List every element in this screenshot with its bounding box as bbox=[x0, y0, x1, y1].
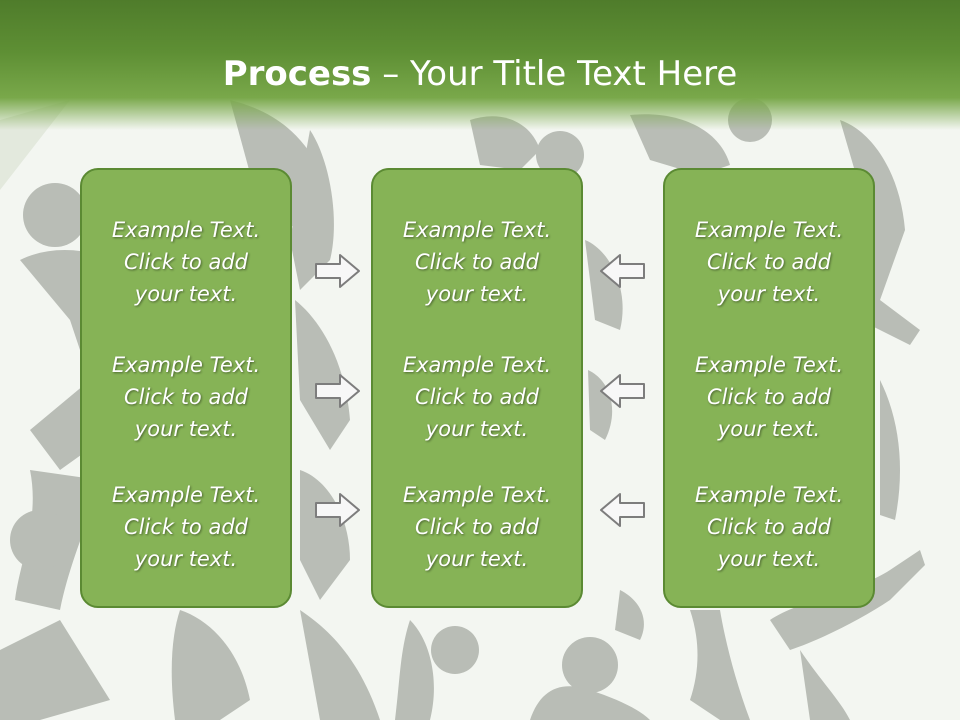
left-arrow-icon[interactable] bbox=[597, 490, 647, 530]
title-rest: – Your Title Text Here bbox=[371, 54, 738, 94]
panel-text-item[interactable]: Example Text. Click to add your text. bbox=[373, 214, 581, 310]
title-bar bbox=[0, 0, 960, 130]
text-line: Example Text. bbox=[111, 483, 261, 507]
text-line: Click to add bbox=[123, 515, 248, 539]
right-arrow-icon[interactable] bbox=[313, 251, 363, 291]
right-arrow-icon[interactable] bbox=[313, 371, 363, 411]
right-arrow-icon[interactable] bbox=[313, 490, 363, 530]
panel-text-item[interactable]: Example Text. Click to add your text. bbox=[665, 214, 873, 310]
text-line: Example Text. bbox=[694, 218, 844, 242]
text-line: your text. bbox=[134, 417, 238, 441]
text-line: your text. bbox=[425, 417, 529, 441]
panel-text-item[interactable]: Example Text. Click to add your text. bbox=[373, 479, 581, 575]
panel-text-item[interactable]: Example Text. Click to add your text. bbox=[82, 479, 290, 575]
text-line: Click to add bbox=[414, 250, 539, 274]
text-line: your text. bbox=[134, 282, 238, 306]
text-line: Click to add bbox=[123, 250, 248, 274]
text-line: Example Text. bbox=[402, 483, 552, 507]
process-panel-left[interactable]: Example Text. Click to add your text. Ex… bbox=[80, 168, 292, 608]
process-panel-right[interactable]: Example Text. Click to add your text. Ex… bbox=[663, 168, 875, 608]
slide-title[interactable]: Process – Your Title Text Here bbox=[0, 50, 960, 98]
text-line: Click to add bbox=[123, 385, 248, 409]
text-line: your text. bbox=[134, 547, 238, 571]
text-line: your text. bbox=[717, 282, 821, 306]
panel-text-item[interactable]: Example Text. Click to add your text. bbox=[665, 349, 873, 445]
text-line: your text. bbox=[717, 417, 821, 441]
panel-text-item[interactable]: Example Text. Click to add your text. bbox=[82, 349, 290, 445]
text-line: your text. bbox=[425, 547, 529, 571]
panel-text-item[interactable]: Example Text. Click to add your text. bbox=[665, 479, 873, 575]
text-line: Example Text. bbox=[402, 353, 552, 377]
text-line: Click to add bbox=[706, 385, 831, 409]
text-line: Example Text. bbox=[694, 353, 844, 377]
text-line: your text. bbox=[717, 547, 821, 571]
title-bold: Process bbox=[222, 54, 372, 94]
text-line: Example Text. bbox=[111, 218, 261, 242]
panel-text-item[interactable]: Example Text. Click to add your text. bbox=[82, 214, 290, 310]
left-arrow-icon[interactable] bbox=[597, 371, 647, 411]
text-line: Click to add bbox=[706, 250, 831, 274]
panel-text-item[interactable]: Example Text. Click to add your text. bbox=[373, 349, 581, 445]
text-line: Click to add bbox=[414, 385, 539, 409]
left-arrow-icon[interactable] bbox=[597, 251, 647, 291]
text-line: Click to add bbox=[414, 515, 539, 539]
process-panel-center[interactable]: Example Text. Click to add your text. Ex… bbox=[371, 168, 583, 608]
text-line: Example Text. bbox=[694, 483, 844, 507]
text-line: your text. bbox=[425, 282, 529, 306]
text-line: Example Text. bbox=[402, 218, 552, 242]
text-line: Click to add bbox=[706, 515, 831, 539]
text-line: Example Text. bbox=[111, 353, 261, 377]
